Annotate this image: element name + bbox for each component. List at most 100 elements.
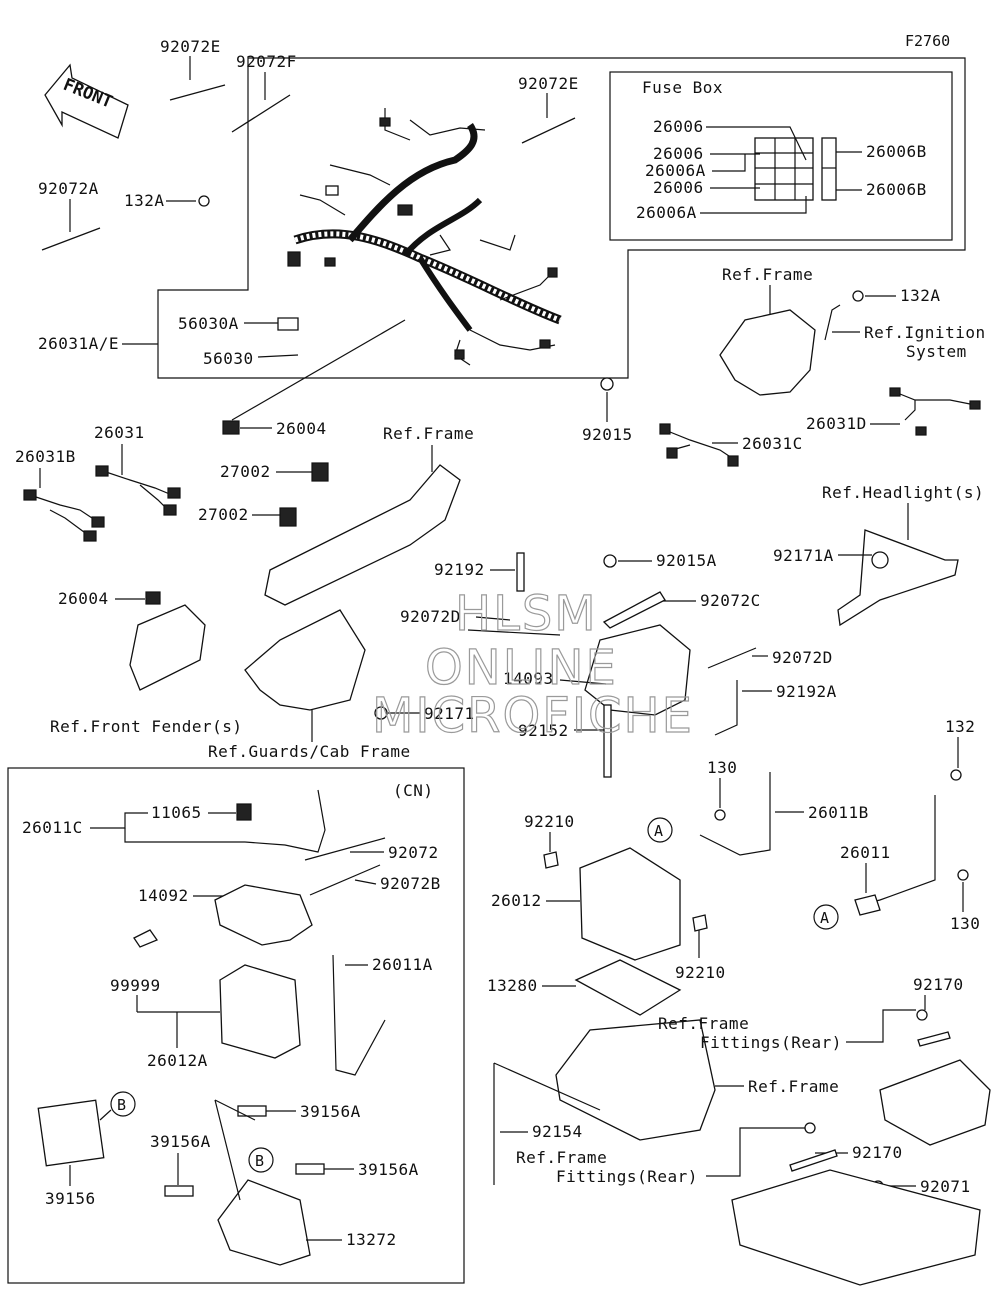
part-label-39156: 39156 — [45, 1189, 96, 1208]
harness-26031 — [95, 465, 181, 516]
fuse-label-2: 26006 — [653, 144, 704, 163]
nut-92015 — [600, 377, 614, 391]
fuse-label-4: 26006 — [653, 178, 704, 197]
part-label-132: 132 — [945, 717, 975, 736]
callout-a-1 — [647, 817, 673, 843]
battery-bracket-14093 — [584, 624, 691, 716]
part-label-13272: 13272 — [346, 1230, 397, 1249]
tray-13272 — [217, 1179, 311, 1266]
part-label-26004: 26004 — [276, 419, 327, 438]
part-label-39156A-c: 39156A — [358, 1160, 419, 1179]
part-label-26011A: 26011A — [372, 955, 433, 974]
grommet-92171 — [374, 706, 388, 720]
fuse-block — [754, 137, 837, 201]
part-label-92015A: 92015A — [656, 551, 717, 570]
harness-group-outline — [157, 57, 966, 379]
harness-26031B — [23, 489, 105, 542]
pad-13280 — [574, 959, 682, 1016]
battery-cover-14092 — [214, 884, 313, 946]
cover-92210 — [543, 851, 559, 869]
part-label-27002: 27002 — [220, 462, 271, 481]
part-label-92171A: 92171A — [773, 546, 834, 565]
part-label-92171: 92171 — [424, 704, 475, 723]
part-label-92072F: 92072F — [236, 52, 297, 71]
bracket-56030A — [277, 317, 299, 331]
rear-fitting-bottom — [731, 1169, 981, 1286]
label-99999 — [133, 929, 158, 948]
relay-27002-b — [279, 507, 297, 527]
ref-guards-cab: Ref.Guards/Cab Frame — [208, 742, 411, 761]
frame-rail-mid — [264, 464, 461, 606]
pin-92192 — [516, 552, 525, 592]
part-label-92192: 92192 — [434, 560, 485, 579]
nut-92015A — [603, 554, 617, 568]
watermark-line-2: ONLINE — [425, 640, 618, 696]
bolt-130 — [714, 809, 726, 821]
ref-frame-rear-2: Fittings(Rear) — [556, 1167, 698, 1186]
fuse-box-frame — [609, 71, 953, 241]
part-label-14093: 14093 — [503, 669, 554, 688]
part-label-39156A-b: 39156A — [150, 1132, 211, 1151]
part-label-92072C: 92072C — [700, 591, 761, 610]
part-label-14092: 14092 — [138, 886, 189, 905]
watermark-line-3: MICROFICHE — [372, 688, 694, 744]
pad-39156A-2 — [164, 1185, 194, 1197]
cable-26011A — [332, 954, 386, 1076]
part-label-56030A: 56030A — [178, 314, 239, 333]
part-label-13280: 13280 — [487, 976, 538, 995]
headlight-frame — [837, 529, 959, 627]
cover-92210-b — [692, 914, 708, 932]
battery-26012 — [579, 847, 681, 961]
part-label-26031B: 26031B — [15, 447, 76, 466]
rear-fitting-right — [879, 1059, 991, 1146]
battery-tray-frame — [555, 1019, 716, 1141]
part-label-92072D-b: 92072D — [772, 648, 833, 667]
ref-frame-lower-2: Fittings(Rear) — [700, 1033, 842, 1052]
harness-26031C — [659, 423, 739, 467]
tie-92072F — [231, 94, 291, 133]
fuse-label-5: 26006A — [636, 203, 697, 222]
figure-code: F2760 — [905, 32, 950, 50]
part-label-56030: 56030 — [203, 349, 254, 368]
cn-title: (CN) — [393, 781, 434, 800]
ref-frame-rear-1: Ref.Frame — [516, 1148, 607, 1167]
connector-26004 — [222, 420, 240, 435]
relay-27002 — [311, 462, 329, 482]
part-label-26031C: 26031C — [742, 434, 803, 453]
tie-92072E — [169, 84, 226, 101]
ref-ignition-1: Ref.Ignition — [864, 323, 986, 342]
cap-11065 — [236, 803, 252, 821]
bolt-132A — [198, 195, 210, 207]
fuse-label-3: 26006A — [645, 161, 706, 180]
part-label-132A: 132A — [124, 191, 165, 210]
front-fender — [129, 604, 206, 691]
watermark: HLSM ONLINE MICROFICHE — [371, 585, 694, 744]
cable-26011C — [244, 789, 326, 853]
ref-frame-lower-3: Ref.Frame — [748, 1077, 839, 1096]
part-label-92192A: 92192A — [776, 682, 837, 701]
part-label-92072: 92072 — [388, 843, 439, 862]
rod-92152 — [603, 704, 612, 778]
part-label-92072A: 92072A — [38, 179, 99, 198]
guards-cab-frame — [244, 609, 366, 711]
ref-front-fender: Ref.Front Fender(s) — [50, 717, 243, 736]
part-label-26012A: 26012A — [147, 1051, 208, 1070]
part-label-11065: 11065 — [151, 803, 202, 822]
ref-frame-top: Ref.Frame — [722, 265, 813, 284]
callout-a-1-text: A — [654, 822, 663, 840]
part-label-99999: 99999 — [110, 976, 161, 995]
connector-26004-b — [145, 591, 161, 605]
tie-92072D — [467, 629, 561, 636]
fuse-leader-lines — [700, 126, 862, 214]
battery-26012A — [219, 964, 301, 1059]
part-label-92072D: 92072D — [400, 607, 461, 626]
callout-b-2-text: B — [255, 1152, 264, 1170]
pad-39156A-3 — [295, 1163, 325, 1175]
part-label-26011B: 26011B — [808, 803, 869, 822]
part-label-26011C: 26011C — [22, 818, 83, 837]
pin-92192A — [714, 680, 738, 736]
bolt-92170 — [916, 1009, 928, 1021]
part-label-39156A: 39156A — [300, 1102, 361, 1121]
